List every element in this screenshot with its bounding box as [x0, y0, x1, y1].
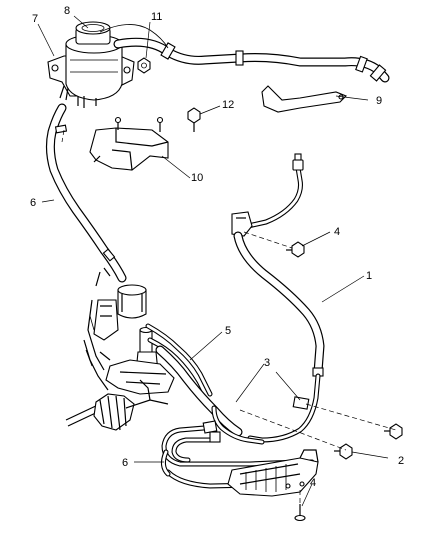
callout-8: 8: [64, 5, 70, 17]
callout-4-lower: 4: [310, 477, 316, 489]
hose-bracket-9: [261, 85, 347, 113]
alignment-dashes: [61, 129, 397, 506]
bolt-2-right: [384, 423, 403, 440]
bolt-12: [187, 107, 201, 132]
callout-3: 3: [264, 357, 270, 369]
callout-1: 1: [366, 270, 372, 282]
leader-lines: [37, 15, 389, 507]
return-hose-cooler-6: [160, 405, 319, 497]
callout-6-lower: 6: [122, 457, 128, 469]
bolt-4-upper: [286, 241, 305, 258]
callout-2: 2: [398, 455, 404, 467]
callout-4-upper: 4: [334, 226, 340, 238]
reservoir-bracket-10: [89, 116, 169, 171]
reservoir-assembly: [47, 21, 135, 108]
callout-7: 7: [32, 13, 38, 25]
callout-9: 9: [376, 95, 382, 107]
callout-labels: 7 8 11 9 12 10 6 4 1 5 3 6 2 4: [30, 5, 404, 489]
supply-hose-6: [45, 103, 127, 283]
callout-6-upper: 6: [30, 197, 36, 209]
callout-5: 5: [225, 325, 231, 337]
reservoir-return-hose: [99, 24, 390, 83]
bolt-4-lower: [294, 504, 306, 522]
callout-11: 11: [151, 11, 162, 23]
pump-and-engine-area: [65, 267, 175, 431]
callout-10: 10: [191, 172, 203, 184]
pressure-hose-5: [145, 323, 243, 437]
callout-12: 12: [222, 99, 234, 111]
nut-11: [137, 57, 151, 74]
pressure-hose-1: [231, 153, 325, 443]
bolt-2-left: [334, 443, 353, 460]
